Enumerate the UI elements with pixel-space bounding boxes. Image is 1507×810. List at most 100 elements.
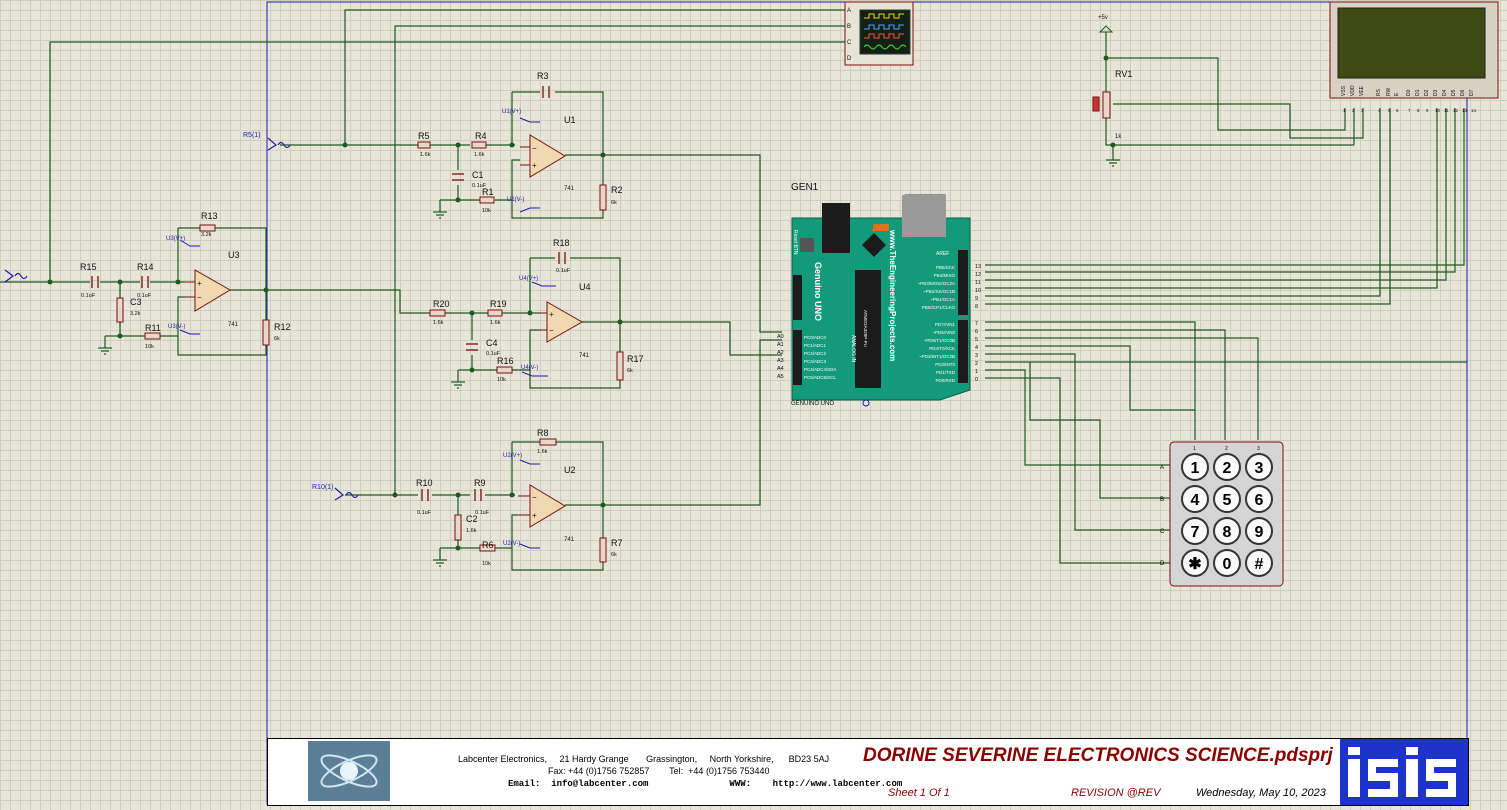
- key-7[interactable]: [1181, 517, 1209, 545]
- lcd-display: [1329, 1, 1499, 99]
- key-6[interactable]: [1245, 485, 1273, 513]
- key-0[interactable]: [1213, 549, 1241, 577]
- svg-text:+: +: [532, 511, 537, 520]
- capacitor-c1: [452, 173, 464, 181]
- lcd-pin-num: 3: [1361, 108, 1364, 113]
- ref-r4: R4: [475, 131, 487, 141]
- lcd-pin-d7: D7: [1469, 89, 1475, 96]
- labels: GEN1 A B C D +5v RV1 1k R5(1) R10(1): [243, 8, 1132, 491]
- pin-label-a2: PC2/ADC2: [804, 351, 827, 356]
- capacitor-r14: [141, 276, 149, 288]
- key-label: 4: [1191, 492, 1200, 509]
- pin-label-d6: ~PD6/AIN0: [932, 330, 955, 335]
- u1-type: 741: [564, 186, 575, 192]
- company-address: Labcenter Electronics, 21 Hardy Grange G…: [458, 753, 902, 790]
- value-c3: 3.2k: [130, 311, 141, 317]
- key-label: 2: [1223, 460, 1232, 477]
- value-r9: 0.1uF: [475, 510, 490, 516]
- key-5[interactable]: [1213, 485, 1241, 513]
- lcd-pin-d2: D2: [1424, 89, 1430, 96]
- generator-input-icon: [4, 269, 14, 283]
- ground-u1: [433, 211, 447, 219]
- gen-label: GEN1: [791, 182, 819, 193]
- key-2[interactable]: [1213, 453, 1241, 481]
- pin-num-d7: 7: [975, 321, 978, 327]
- potentiometer-rv1: [1102, 91, 1111, 119]
- lcd-pin-num: 13: [1462, 108, 1468, 113]
- u2-ref: U2: [564, 465, 576, 475]
- lcd-pin-num: 10: [1435, 108, 1441, 113]
- ref-r13: R13: [201, 211, 218, 221]
- ref-r15: R15: [80, 262, 97, 272]
- capacitor-r10: [421, 489, 429, 501]
- led-icon: [873, 224, 889, 231]
- ref-r14: R14: [137, 262, 154, 272]
- generator-r5-icon: [267, 137, 278, 151]
- svg-text:−: −: [532, 493, 537, 502]
- key-star[interactable]: [1181, 549, 1209, 577]
- key-8[interactable]: [1213, 517, 1241, 545]
- capacitor-r18: [558, 252, 566, 264]
- ref-r20: R20: [433, 299, 450, 309]
- ref-c4: C4: [486, 338, 498, 348]
- lcd-pin-labels: VSS1VDD2VEE3RS4RW5E6D07D18D29D310D411D51…: [1341, 85, 1477, 113]
- arduino-footer: GENUINO UNO: [791, 401, 834, 407]
- resistor-c2: [454, 514, 462, 541]
- key-4[interactable]: [1181, 485, 1209, 513]
- pin-num-d10: 10: [975, 288, 981, 294]
- key-label: 1: [1191, 460, 1200, 477]
- lcd-pin-vdd: VDD: [1350, 85, 1356, 96]
- capacitor-r15: [91, 276, 99, 288]
- value-r1: 10k: [482, 208, 491, 214]
- u1-pos: U1(V+): [502, 109, 521, 115]
- analog-title: ANALOG IN: [850, 335, 856, 363]
- pin-num-d5: 5: [975, 337, 978, 343]
- value-c4: 0.1uF: [486, 351, 501, 357]
- u3-type: 741: [228, 322, 239, 328]
- pin-num-d8: 8: [975, 304, 978, 310]
- pot-wiper-icon: [1092, 96, 1100, 112]
- ref-r12: R12: [274, 322, 291, 332]
- ground-lcd: [1106, 159, 1120, 167]
- ref-r10: R10: [416, 478, 433, 488]
- ground-u3: [98, 347, 112, 355]
- resistor-r2: [599, 184, 607, 211]
- lcd-pin-d4: D4: [1442, 89, 1448, 96]
- keypad-row-b: B: [1160, 497, 1164, 503]
- key-9[interactable]: [1245, 517, 1273, 545]
- gen-r5-label: R5(1): [243, 132, 261, 139]
- u1-ref: U1: [564, 115, 576, 125]
- u4-ref: U4: [579, 282, 591, 292]
- atmega-chip-icon: [855, 270, 881, 388]
- generator-symbols: [4, 137, 359, 501]
- key-hash[interactable]: [1245, 549, 1273, 577]
- pin-label-d12: PB4/MISO: [934, 273, 956, 278]
- pin-label-d11: ~PB3/MOSI/OC2A: [918, 281, 955, 286]
- isis-logo-icon: [1340, 739, 1468, 805]
- keypad-col-3: 3: [1257, 446, 1260, 452]
- key-3[interactable]: [1245, 453, 1273, 481]
- lcd-pin-num: 7: [1408, 108, 1411, 113]
- lcd-pin-rs: RS: [1376, 88, 1382, 96]
- key-1[interactable]: [1181, 453, 1209, 481]
- u3-neg: U3(V-): [168, 324, 185, 330]
- svg-text:−: −: [532, 144, 537, 153]
- value-r16: 10k: [497, 377, 506, 383]
- pin-num-d11: 11: [975, 280, 981, 286]
- lcd-pin-num: 11: [1444, 108, 1449, 113]
- keypad-row-c: C: [1160, 529, 1165, 535]
- capacitor-r9: [474, 489, 482, 501]
- ref-c2: C2: [466, 514, 478, 524]
- value-r14: 0.1uF: [137, 293, 152, 299]
- lcd-pin-e: E: [1394, 92, 1400, 96]
- arduino-brand: Genuino UNO: [813, 262, 823, 321]
- ref-c1: C1: [472, 170, 484, 180]
- value-r12: 6k: [274, 336, 280, 342]
- pin-num-a2: A2: [777, 350, 784, 356]
- scope-ch-b: B: [847, 24, 851, 30]
- company-line: Labcenter Electronics, 21 Hardy Grange G…: [458, 754, 830, 764]
- pin-label-a5: PC5/ADC5/SCL: [804, 375, 837, 380]
- svg-text:−: −: [549, 326, 554, 335]
- pin-num-a5: A5: [777, 374, 784, 380]
